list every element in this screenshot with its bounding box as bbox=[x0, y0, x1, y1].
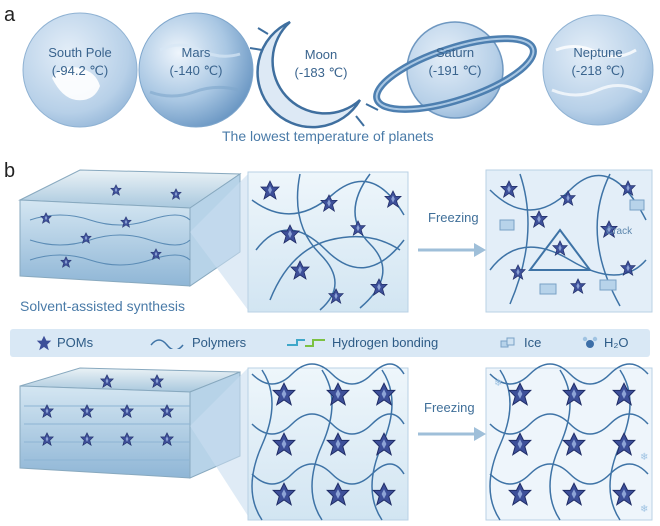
svg-text:❄: ❄ bbox=[494, 378, 502, 389]
svg-text:❄: ❄ bbox=[640, 504, 648, 515]
hydrogen-bond-icon bbox=[287, 339, 325, 347]
legend-polymers-label: Polymers bbox=[192, 335, 247, 350]
legend-hydrogen-bonding-label: Hydrogen bonding bbox=[332, 335, 439, 350]
south-pole-temp: (-94.2 ℃) bbox=[51, 63, 109, 78]
mars-globe bbox=[138, 12, 254, 128]
neptune-label: Neptune (-218 ℃) bbox=[538, 44, 658, 80]
mars-temp: (-140 ℃) bbox=[169, 63, 223, 78]
neptune-name: Neptune bbox=[573, 45, 623, 60]
top-caption: Solvent-assisted synthesis bbox=[20, 298, 185, 314]
legend-poms-label: POMs bbox=[57, 335, 94, 350]
moon-label: Moon (-183 ℃) bbox=[261, 46, 381, 82]
south-pole-globe bbox=[22, 12, 138, 128]
legend-ice-label: Ice bbox=[524, 335, 542, 350]
legend-water-label: H₂O bbox=[604, 335, 629, 350]
panel-b-illustration: ❄ ❄ ❄ bbox=[18, 169, 653, 521]
pom-cluster-icon bbox=[36, 335, 52, 351]
mars-label: Mars (-140 ℃) bbox=[136, 44, 256, 80]
mars-name: Mars bbox=[181, 45, 211, 60]
zoom-wedge-bottom bbox=[190, 368, 248, 516]
freezing-label-top: Freezing bbox=[428, 210, 479, 225]
top-hydrogel-network-panel bbox=[247, 171, 409, 313]
top-frozen-network-panel bbox=[485, 169, 653, 313]
polymer-chain-icon bbox=[150, 339, 184, 349]
bottom-lattice-network-panel bbox=[247, 363, 409, 521]
neptune-globe bbox=[542, 14, 654, 126]
moon-name: Moon bbox=[304, 47, 338, 62]
svg-text:❄: ❄ bbox=[640, 452, 648, 463]
saturn-name: Saturn bbox=[435, 45, 475, 60]
neptune-temp: (-218 ℃) bbox=[571, 63, 625, 78]
panel-a-caption: The lowest temperature of planets bbox=[222, 128, 434, 144]
water-molecule-icon bbox=[582, 336, 598, 348]
bottom-frozen-lattice-panel: ❄ ❄ ❄ bbox=[485, 363, 653, 521]
crack-label: Crack bbox=[606, 226, 633, 237]
ice-crystal-icon bbox=[500, 337, 515, 348]
freezing-label-bottom: Freezing bbox=[424, 400, 475, 415]
panel-a-letter: a bbox=[4, 4, 16, 26]
zoom-wedge-top bbox=[190, 174, 248, 310]
saturn-label: Saturn (-191 ℃) bbox=[395, 44, 515, 80]
panel-b-letter: b bbox=[4, 160, 16, 182]
legend-bar: POMs Polymers Hydrogen bonding Ice H₂O bbox=[10, 329, 650, 357]
saturn-planet bbox=[373, 21, 537, 119]
south-pole-label: South Pole (-94.2 ℃) bbox=[20, 44, 140, 80]
south-pole-name: South Pole bbox=[48, 45, 112, 60]
planets-illustration bbox=[22, 12, 654, 129]
saturn-temp: (-191 ℃) bbox=[428, 63, 482, 78]
moon-crescent bbox=[249, 20, 379, 129]
moon-temp: (-183 ℃) bbox=[294, 65, 348, 80]
